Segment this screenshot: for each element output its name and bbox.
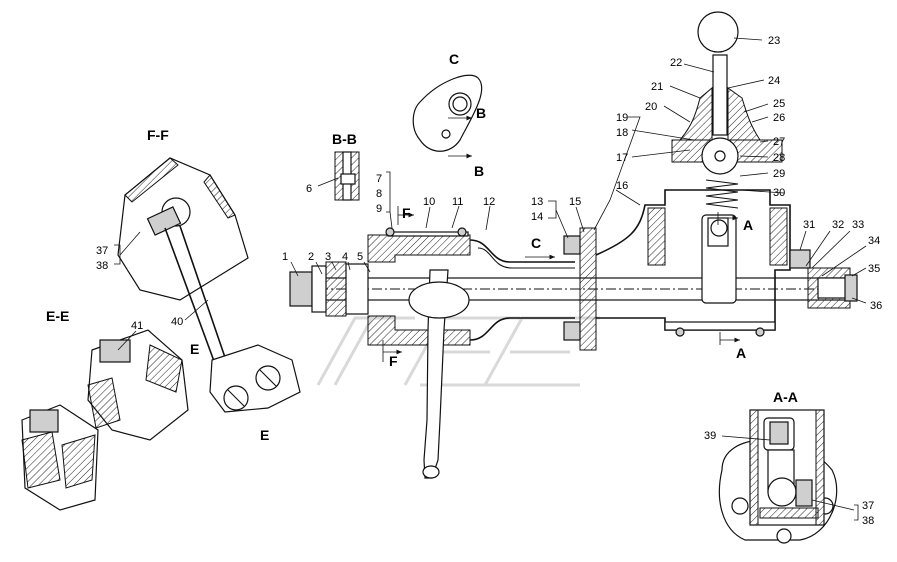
section-ff-view [117, 157, 249, 373]
ff-link-rod [179, 225, 231, 373]
section-ee-title: E-E [46, 308, 69, 324]
part-label-36: 36 [870, 300, 882, 312]
part-label-32: 32 [832, 219, 844, 231]
part-label-16: 16 [616, 180, 628, 192]
view-letter-e-top: E [190, 341, 199, 357]
section-bb-title: B-B [332, 131, 357, 147]
section-markers [382, 206, 740, 362]
part-label-19: 19 [616, 112, 628, 124]
tube-housing [469, 239, 575, 263]
middle-flange [579, 227, 597, 351]
part-label-14: 14 [531, 211, 543, 223]
part-label-22: 22 [670, 57, 682, 69]
part-label-12: 12 [483, 196, 495, 208]
part-label-29: 29 [773, 168, 785, 180]
part-label-3: 3 [325, 251, 331, 263]
part-label-26: 26 [773, 112, 785, 124]
view-letter-b-bottom: B [474, 163, 484, 179]
part-label-18: 18 [616, 127, 628, 139]
section-c-title: C [449, 51, 459, 67]
part-label-31: 31 [803, 219, 815, 231]
rubber-boot [678, 86, 713, 141]
part-label-1: 1 [282, 251, 288, 263]
part-label-41: 41 [131, 320, 143, 332]
part-label-34: 34 [868, 235, 880, 247]
part-label-39: 39 [704, 430, 716, 442]
section-ee-view [21, 329, 189, 511]
part-label-28: 28 [773, 152, 785, 164]
part-label-11: 11 [452, 196, 463, 208]
part-number-labels: 1 2 3 4 5 6 7 8 9 10 11 12 13 14 15 16 1… [96, 35, 882, 527]
section-bb-view [334, 151, 360, 201]
part-label-33: 33 [852, 219, 864, 231]
part-label-20: 20 [645, 101, 657, 113]
part-label-25: 25 [773, 98, 785, 110]
right-housing [595, 189, 791, 331]
view-letter-f-top: F [402, 205, 411, 221]
section-titles: F-F B-B C E-E A-A [46, 51, 798, 405]
part-label-37-aa: 37 [862, 500, 874, 512]
left-housing [367, 234, 471, 263]
section-aa-view [718, 409, 838, 544]
view-letter-a-right: A [743, 217, 753, 233]
part-label-13: 13 [531, 196, 543, 208]
part-label-30: 30 [773, 187, 785, 199]
part-label-21: 21 [651, 81, 663, 93]
part-label-15: 15 [569, 196, 581, 208]
part-label-35: 35 [868, 263, 880, 275]
view-letter-c: C [531, 235, 541, 251]
part-label-38: 38 [96, 260, 108, 272]
part-label-7: 7 [376, 173, 382, 185]
view-letter-e-bottom: E [260, 427, 269, 443]
part-label-27: 27 [773, 136, 785, 148]
part-label-10: 10 [423, 196, 435, 208]
part-label-40: 40 [171, 316, 183, 328]
part-label-5: 5 [357, 251, 363, 263]
watermark [316, 316, 600, 387]
joint-block [209, 344, 301, 413]
section-aa-title: A-A [773, 389, 798, 405]
view-letter-a-bottom: A [736, 345, 746, 361]
part-label-6: 6 [306, 183, 312, 195]
part-label-2: 2 [308, 251, 314, 263]
gear-stick [712, 54, 728, 136]
part-label-4: 4 [342, 251, 348, 263]
part-label-9: 9 [376, 203, 382, 215]
section-ff-title: F-F [147, 127, 169, 143]
view-letter-f-bottom: F [389, 353, 398, 369]
spring [705, 179, 739, 209]
part-label-23: 23 [768, 35, 780, 47]
part-label-8: 8 [376, 188, 382, 200]
main-assembly [289, 11, 858, 479]
part-label-37: 37 [96, 245, 108, 257]
view-letters: B B F F C A A E E [190, 105, 753, 443]
gear-knob [697, 11, 739, 53]
leader-lines [114, 37, 867, 521]
end-bolt [289, 271, 313, 307]
part-label-24: 24 [768, 75, 780, 87]
section-c-view [412, 74, 483, 159]
view-letter-b-top: B [476, 105, 486, 121]
part-label-38-aa: 38 [862, 515, 874, 527]
part-label-17: 17 [616, 152, 628, 164]
